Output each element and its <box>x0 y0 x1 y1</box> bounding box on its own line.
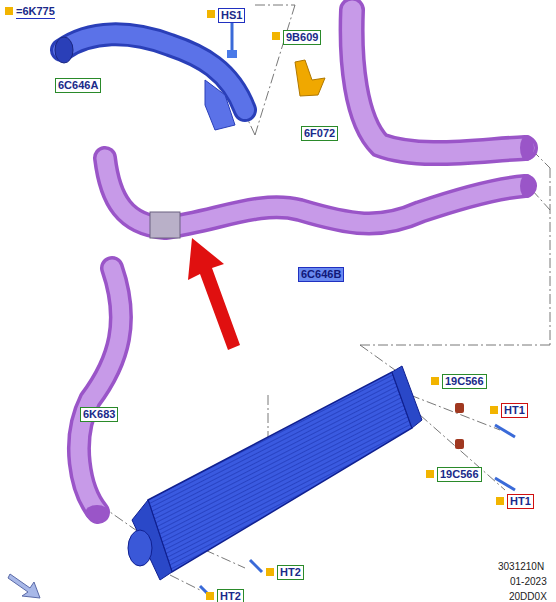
marker-square <box>426 470 434 478</box>
marker-square <box>490 406 498 414</box>
part-number: HT1 <box>501 403 528 418</box>
legend-text: =6K775 <box>16 5 55 19</box>
marker-square <box>266 568 274 576</box>
marker-square <box>431 377 439 385</box>
part-number: 6K683 <box>80 407 118 422</box>
part-number: 6C646A <box>55 78 101 93</box>
part-number: 6C646B <box>298 267 344 282</box>
diagram-code: 3031210N <box>498 560 544 573</box>
part-number: HS1 <box>218 8 245 23</box>
diagram-code: 01-2023 <box>510 575 547 588</box>
legend-swatch <box>5 7 13 15</box>
part-number: HT1 <box>507 494 534 509</box>
marker-square <box>272 32 280 40</box>
marker-square <box>206 592 214 600</box>
marker-square <box>207 10 215 18</box>
part-number: HT2 <box>277 565 304 580</box>
part-number: HT2 <box>217 589 244 602</box>
marker-square <box>496 497 504 505</box>
part-number: 9B609 <box>283 30 321 45</box>
part-number: 19C566 <box>442 374 487 389</box>
part-number: 6F072 <box>301 126 338 141</box>
diagram-code: 20DD0X <box>509 590 547 602</box>
part-number: 19C566 <box>437 467 482 482</box>
